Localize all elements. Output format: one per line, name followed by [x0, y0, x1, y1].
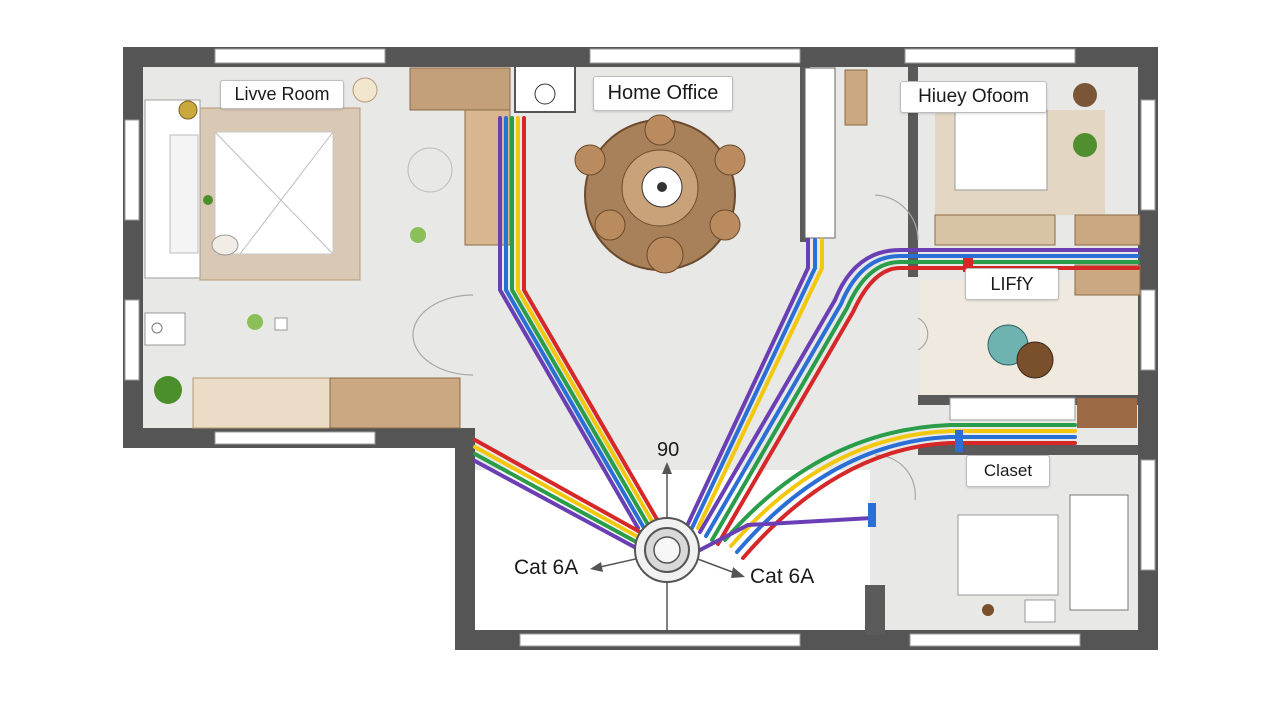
room-label-claset: Claset: [966, 455, 1050, 487]
cable-bedroom-red: [716, 266, 1140, 546]
room-label-living-room: Livve Room: [220, 80, 344, 109]
network-cable-bundles: [473, 116, 1140, 560]
bedroom-furniture: [934, 83, 1141, 296]
home-office-furniture: [514, 65, 868, 274]
cable-left-purple: [473, 459, 642, 552]
network-hub: [590, 462, 745, 630]
cable-lower-green: [723, 423, 1077, 542]
cable-bedroom-blue: [704, 254, 1140, 538]
cable-stair-blue: [690, 238, 817, 530]
cable-bedroom-purple: [698, 248, 1140, 534]
cable-left-green: [473, 452, 642, 546]
cable-type-label-left: Cat 6A: [514, 556, 579, 579]
cable-left-yellow: [473, 445, 642, 540]
cable-office-red: [522, 116, 664, 530]
cable-left-red: [473, 438, 642, 534]
cable-stair-yellow: [696, 238, 824, 530]
living-room-furniture: [144, 67, 511, 429]
angle-annotation: 90: [657, 439, 680, 461]
room-label-hiney-ofoom: Hiuey Ofoom: [900, 81, 1047, 113]
room-label-home-office: Home Office: [593, 76, 733, 111]
windows: [124, 48, 1156, 647]
cable-office-green: [510, 116, 652, 530]
cable-lower-red: [741, 441, 1077, 560]
cable-office-yellow: [516, 116, 658, 530]
lower-right-furniture: [949, 324, 1137, 623]
cable-office-purple: [498, 116, 640, 530]
cable-closet-purple: [698, 516, 874, 552]
cable-office-blue: [504, 116, 646, 530]
room-label-lifty: LIFfY: [965, 268, 1059, 300]
wall-connectors: [868, 258, 973, 527]
cable-type-label-right: Cat 6A: [750, 565, 815, 588]
cable-stair-purple: [684, 238, 810, 530]
cable-bedroom-green: [710, 260, 1140, 542]
cable-lower-yellow: [729, 429, 1077, 548]
